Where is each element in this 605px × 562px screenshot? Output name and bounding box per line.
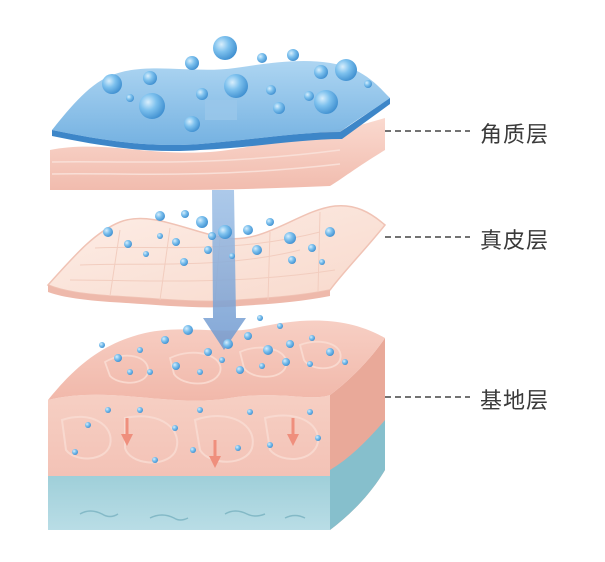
label-basal-layer: 基地层 (480, 389, 550, 414)
water-droplet-icon (190, 447, 196, 453)
water-droplet-icon (314, 65, 328, 79)
water-droplet-icon (319, 259, 325, 265)
basal-layer-block (48, 320, 385, 530)
water-droplet-icon (307, 409, 313, 415)
stratum-corneum-stack (50, 61, 390, 190)
water-droplet-icon (243, 225, 253, 235)
label-dermis: 真皮层 (480, 229, 550, 254)
water-droplet-icon (309, 335, 315, 341)
water-droplet-icon (315, 435, 321, 441)
penetration-arrow (203, 190, 246, 350)
water-droplet-icon (196, 88, 208, 100)
water-droplet-icon (185, 56, 199, 70)
basal-water-ripples (79, 510, 306, 521)
water-droplet-icon (72, 449, 78, 455)
water-droplet-icon (263, 345, 273, 355)
label-stratum-corneum: 角质层 (480, 123, 550, 148)
water-droplet-icon (325, 227, 335, 237)
water-droplet-icon (304, 91, 314, 101)
water-droplet-icon (183, 325, 193, 335)
water-droplet-icon (273, 102, 285, 114)
water-droplet-icon (103, 227, 113, 237)
water-droplet-icon (172, 425, 178, 431)
water-droplet-icon (172, 238, 180, 246)
water-droplet-icon (235, 445, 241, 451)
water-droplet-icon (308, 244, 316, 252)
water-droplet-icon (236, 366, 244, 374)
water-droplet-icon (102, 74, 122, 94)
water-droplet-icon (267, 442, 273, 448)
water-droplet-icon (139, 93, 165, 119)
corneum-skin-lines (51, 149, 341, 176)
water-droplet-icon (208, 232, 216, 240)
leader-lines (385, 130, 470, 398)
water-droplet-icon (314, 90, 338, 114)
water-droplet-icon (247, 409, 253, 415)
water-droplet-icon (223, 339, 233, 349)
water-droplet-icon (266, 85, 276, 95)
water-droplet-icon (155, 211, 165, 221)
water-droplet-icon (137, 347, 143, 353)
water-droplet-icon (284, 232, 296, 244)
water-droplet-icon (282, 358, 290, 366)
water-droplet-icon (196, 216, 208, 228)
water-droplet-icon (266, 218, 274, 226)
water-droplet-icon (244, 332, 252, 340)
water-droplet-icon (204, 348, 212, 356)
water-droplet-icon (137, 407, 143, 413)
water-droplet-icon (127, 369, 133, 375)
dermis-edge (48, 285, 330, 308)
water-droplet-icon (126, 94, 134, 102)
water-droplet-icon (114, 354, 122, 362)
water-droplet-icon (124, 240, 132, 248)
water-droplet-icon (218, 225, 232, 239)
water-droplets (72, 36, 372, 463)
arrow-shaft (203, 190, 246, 350)
water-droplet-icon (181, 210, 189, 218)
water-droplet-icon (259, 363, 265, 369)
water-droplet-icon (342, 359, 348, 365)
water-droplet-icon (197, 369, 203, 375)
water-droplet-icon (229, 253, 235, 259)
basal-side-water (330, 420, 385, 530)
water-droplet-icon (204, 246, 212, 254)
water-droplet-icon (277, 323, 283, 329)
water-droplet-icon (152, 457, 158, 463)
water-droplet-icon (85, 422, 91, 428)
water-droplet-icon (180, 258, 188, 266)
water-droplet-icon (161, 336, 169, 344)
down-arrows (121, 418, 299, 468)
basal-front-face (48, 394, 330, 530)
water-droplet-icon (143, 71, 157, 85)
water-droplet-icon (286, 340, 294, 348)
corneum-water-edge (52, 98, 390, 152)
water-droplet-icon (172, 362, 180, 370)
water-droplet-icon (307, 361, 313, 367)
water-droplet-icon (335, 59, 357, 81)
water-droplet-icon (197, 407, 203, 413)
water-droplet-icon (143, 251, 149, 257)
water-droplet-icon (252, 245, 262, 255)
water-droplet-icon (99, 342, 105, 348)
water-droplet-icon (105, 407, 111, 413)
water-droplet-icon (257, 315, 263, 321)
water-droplet-icon (147, 369, 153, 375)
water-droplet-icon (287, 49, 299, 61)
water-droplet-icon (157, 233, 163, 239)
water-droplet-icon (213, 36, 237, 60)
water-droplet-icon (288, 256, 296, 264)
corneum-patch (205, 100, 237, 120)
water-droplet-icon (326, 348, 334, 356)
water-droplet-icon (184, 116, 200, 132)
water-droplet-icon (224, 74, 248, 98)
water-droplet-icon (219, 357, 225, 363)
basal-cell-pattern (60, 414, 320, 464)
water-droplet-icon (257, 53, 267, 63)
water-droplet-icon (364, 80, 372, 88)
